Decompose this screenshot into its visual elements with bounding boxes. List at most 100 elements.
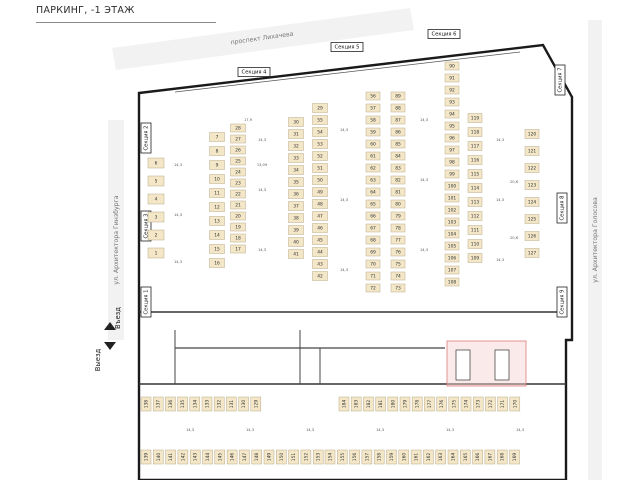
parking-spot[interactable] — [177, 449, 189, 465]
parking-spot[interactable] — [230, 156, 246, 166]
parking-spot[interactable] — [365, 247, 381, 257]
parking-spot[interactable] — [361, 449, 373, 465]
parking-spot[interactable] — [467, 197, 483, 207]
parking-spot[interactable] — [390, 175, 406, 185]
parking-spot[interactable] — [288, 201, 304, 211]
parking-spot[interactable] — [467, 211, 483, 221]
parking-spot[interactable] — [230, 244, 246, 254]
parking-spot[interactable] — [288, 189, 304, 199]
parking-spot[interactable] — [460, 396, 472, 412]
parking-spot[interactable] — [365, 103, 381, 113]
parking-spot[interactable] — [209, 244, 225, 254]
parking-spot[interactable] — [390, 271, 406, 281]
parking-spot[interactable] — [444, 217, 460, 227]
parking-spot[interactable] — [312, 127, 328, 137]
parking-spot[interactable] — [390, 187, 406, 197]
parking-spot[interactable] — [375, 396, 386, 412]
parking-spot[interactable] — [390, 163, 406, 173]
parking-spot[interactable] — [444, 97, 460, 107]
parking-spot[interactable] — [288, 213, 304, 223]
parking-spot[interactable] — [312, 115, 328, 125]
parking-spot[interactable] — [312, 235, 328, 245]
parking-spot[interactable] — [312, 259, 328, 269]
parking-spot[interactable] — [312, 449, 324, 465]
parking-spot[interactable] — [214, 449, 226, 465]
parking-spot[interactable] — [230, 189, 246, 199]
parking-spot[interactable] — [365, 115, 381, 125]
parking-spot[interactable] — [467, 141, 483, 151]
parking-spot[interactable] — [524, 231, 540, 241]
parking-spot[interactable] — [230, 123, 246, 133]
parking-spot[interactable] — [230, 200, 246, 210]
parking-spot[interactable] — [165, 449, 176, 465]
parking-spot[interactable] — [390, 151, 406, 161]
parking-spot[interactable] — [152, 396, 164, 412]
parking-spot[interactable] — [147, 229, 165, 241]
parking-spot[interactable] — [140, 449, 152, 465]
parking-spot[interactable] — [365, 211, 381, 221]
parking-spot[interactable] — [209, 202, 225, 212]
parking-spot[interactable] — [209, 258, 225, 268]
parking-spot[interactable] — [524, 248, 540, 258]
parking-spot[interactable] — [411, 396, 423, 412]
parking-spot[interactable] — [165, 396, 176, 412]
parking-spot[interactable] — [202, 449, 213, 465]
parking-spot[interactable] — [444, 133, 460, 143]
parking-spot[interactable] — [444, 229, 460, 239]
parking-spot[interactable] — [444, 121, 460, 131]
parking-spot[interactable] — [509, 449, 520, 465]
parking-spot[interactable] — [177, 396, 188, 412]
parking-spot[interactable] — [390, 247, 406, 257]
parking-spot[interactable] — [444, 253, 460, 263]
parking-spot[interactable] — [509, 396, 521, 412]
parking-spot[interactable] — [288, 177, 304, 187]
parking-spot[interactable] — [288, 129, 304, 139]
parking-spot[interactable] — [363, 396, 374, 412]
parking-spot[interactable] — [444, 157, 460, 167]
parking-spot[interactable] — [251, 449, 262, 465]
parking-spot[interactable] — [467, 113, 483, 123]
parking-spot[interactable] — [467, 169, 483, 179]
parking-spot[interactable] — [390, 199, 406, 209]
parking-spot[interactable] — [250, 396, 262, 412]
parking-spot[interactable] — [365, 259, 381, 269]
parking-spot[interactable] — [444, 241, 460, 251]
parking-spot[interactable] — [312, 151, 328, 161]
parking-spot[interactable] — [147, 211, 165, 223]
parking-spot[interactable] — [209, 146, 225, 156]
parking-spot[interactable] — [239, 449, 250, 465]
parking-spot[interactable] — [524, 163, 540, 173]
parking-spot[interactable] — [288, 153, 304, 163]
parking-spot[interactable] — [444, 61, 460, 71]
parking-spot[interactable] — [386, 449, 397, 465]
parking-spot[interactable] — [312, 271, 328, 281]
parking-spot[interactable] — [288, 117, 304, 127]
parking-spot[interactable] — [444, 109, 460, 119]
parking-spot[interactable] — [496, 449, 508, 465]
parking-spot[interactable] — [276, 449, 287, 465]
parking-spot[interactable] — [312, 211, 328, 221]
parking-spot[interactable] — [226, 396, 237, 412]
parking-spot[interactable] — [365, 163, 381, 173]
parking-spot[interactable] — [238, 396, 249, 412]
parking-spot[interactable] — [524, 146, 540, 156]
parking-spot[interactable] — [444, 277, 460, 287]
parking-spot[interactable] — [288, 225, 304, 235]
parking-spot[interactable] — [230, 222, 246, 232]
parking-spot[interactable] — [448, 396, 460, 412]
parking-spot[interactable] — [365, 175, 381, 185]
parking-spot[interactable] — [524, 197, 540, 207]
parking-spot[interactable] — [436, 396, 447, 412]
parking-spot[interactable] — [209, 132, 225, 142]
parking-spot[interactable] — [398, 449, 410, 465]
parking-spot[interactable] — [484, 449, 496, 465]
parking-spot[interactable] — [423, 449, 434, 465]
parking-spot[interactable] — [147, 247, 165, 259]
parking-spot[interactable] — [444, 145, 460, 155]
parking-spot[interactable] — [153, 449, 164, 465]
parking-spot[interactable] — [444, 73, 460, 83]
parking-spot[interactable] — [467, 253, 483, 263]
parking-spot[interactable] — [390, 235, 406, 245]
parking-spot[interactable] — [460, 449, 471, 465]
parking-spot[interactable] — [467, 183, 483, 193]
